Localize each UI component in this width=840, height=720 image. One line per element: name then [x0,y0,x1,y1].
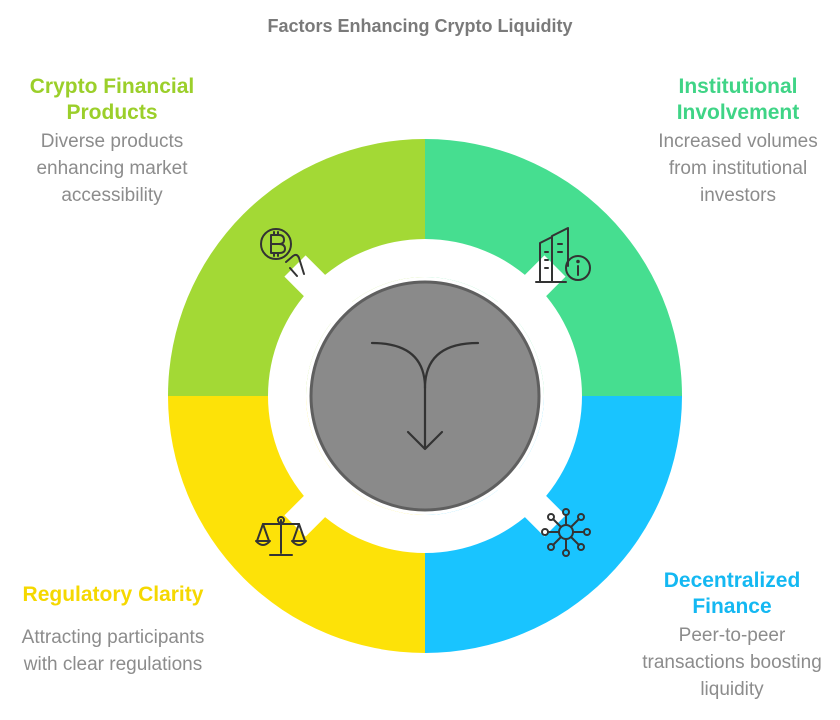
heading-institutional-involvement: Institutional Involvement [676,75,800,124]
label-decentralized-finance: Decentralized Finance Peer-to-peer trans… [632,568,832,703]
description-institutional-involvement: Increased volumes from institutional inv… [658,131,818,206]
heading-decentralized-finance: Decentralized Finance [663,569,801,618]
building-info-icon [535,227,591,283]
heading-regulatory-clarity: Regulatory Clarity [22,583,204,606]
split-arrow-icon [370,341,480,451]
scales-icon [255,516,307,556]
description-regulatory-clarity: Attracting participants with clear regul… [21,627,205,675]
description-decentralized-finance: Peer-to-peer transactions boosting liqui… [642,625,822,700]
label-regulatory-clarity: Regulatory Clarity Attracting participan… [10,582,216,678]
diagram-title: Factors Enhancing Crypto Liquidity [267,16,573,36]
bitcoin-hand-icon [260,228,305,277]
description-crypto-financial-products: Diverse products enhancing market access… [36,131,188,206]
label-institutional-involvement: Institutional Involvement Increased volu… [648,74,828,209]
network-hub-icon [541,508,591,557]
label-crypto-financial-products: Crypto Financial Products Diverse produc… [14,74,210,209]
heading-crypto-financial-products: Crypto Financial Products [29,75,195,124]
